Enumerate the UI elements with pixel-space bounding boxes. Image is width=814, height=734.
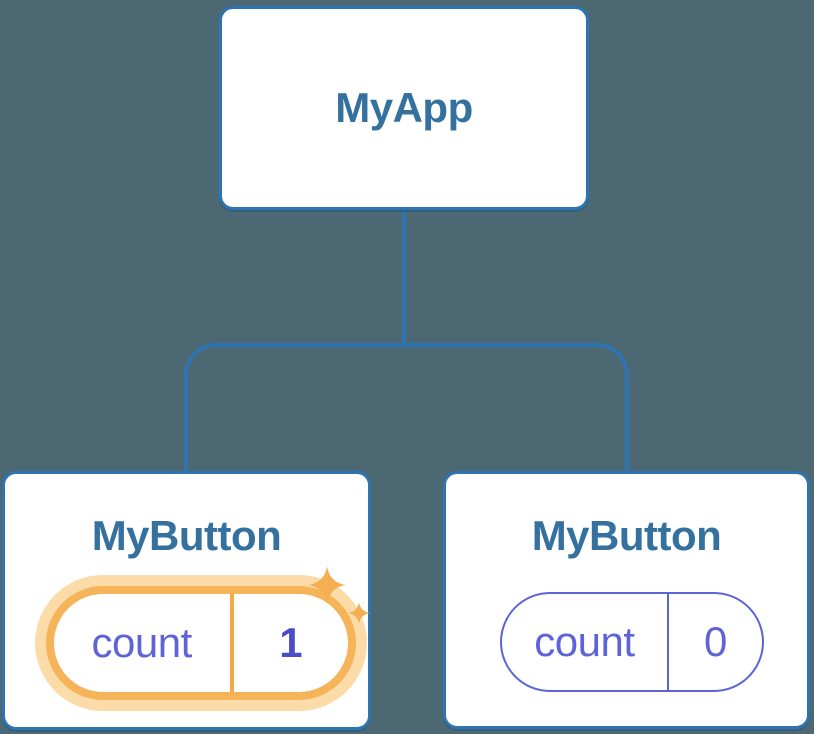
state-name-label: count — [534, 618, 635, 665]
sparkle-icon — [347, 602, 370, 624]
state-name-label: count — [91, 619, 193, 666]
tree-node-root: MyApp — [219, 6, 589, 210]
root-node-label: MyApp — [335, 84, 473, 131]
state-pill: count 0 — [499, 592, 764, 692]
state-value: 0 — [667, 594, 761, 690]
sparkle-icon — [307, 566, 346, 604]
child-node-label: MyButton — [91, 512, 282, 559]
connector-stem — [402, 206, 406, 346]
tree-node-child-left: MyButton count 1 — [2, 471, 371, 730]
connector-bracket — [184, 343, 629, 473]
child-node-label: MyButton — [531, 512, 722, 559]
state-value: 1 — [229, 594, 348, 692]
tree-node-child-right: MyButton count 0 — [443, 471, 810, 729]
state-pill-highlighted: count 1 — [45, 566, 370, 700]
